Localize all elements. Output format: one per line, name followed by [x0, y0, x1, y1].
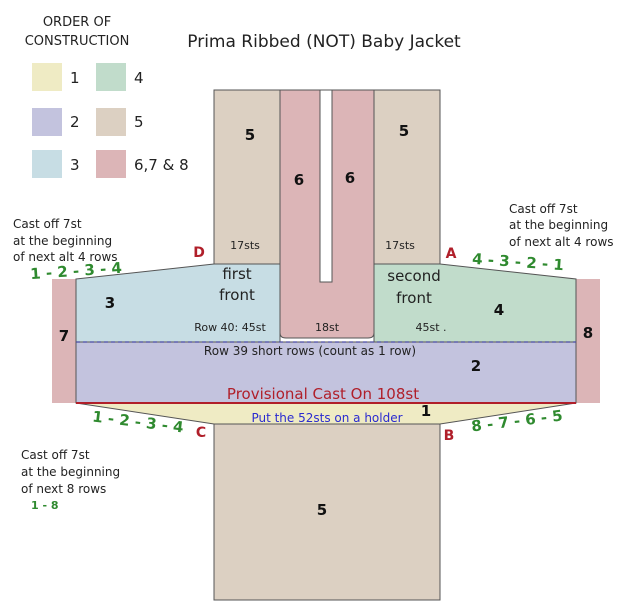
- center-slit: [319, 89, 333, 283]
- center-right-number: 6: [345, 169, 355, 187]
- note-top-right-1: Cast off 7st: [509, 202, 578, 216]
- center-st-label: 18st: [315, 321, 340, 334]
- point-d: D: [193, 245, 205, 261]
- note-bottom-left-1: Cast off 7st: [21, 448, 90, 462]
- left-band-number: 7: [59, 327, 69, 345]
- legend-swatch-1: [32, 63, 62, 91]
- back-number: 5: [317, 501, 327, 519]
- note-top-right-3: of next alt 4 rows: [509, 235, 614, 249]
- provisional-label: Provisional Cast On 108st: [227, 385, 419, 403]
- legend-swatch-4: [96, 63, 126, 91]
- legend-label-3: 3: [70, 156, 80, 174]
- left-front-number: 3: [105, 294, 115, 312]
- note-top-left-1: Cast off 7st: [13, 217, 82, 231]
- legend-label-5: 5: [134, 113, 144, 131]
- left-band-7: [52, 279, 76, 403]
- body-number: 2: [471, 357, 481, 375]
- page-title: Prima Ribbed (NOT) Baby Jacket: [187, 32, 461, 52]
- legend-label-678: 6,7 & 8: [134, 156, 189, 174]
- point-c: C: [196, 425, 206, 441]
- legend-label-4: 4: [134, 69, 144, 87]
- note-bottom-left-2: at the beginning: [21, 465, 120, 479]
- right-band-number: 8: [583, 324, 593, 342]
- right-sts-label: 17sts: [385, 239, 415, 252]
- note-top-right-2: at the beginning: [509, 218, 608, 232]
- note-top-left-2: at the beginning: [13, 234, 112, 248]
- right-st-label: 45st .: [415, 321, 446, 334]
- holder-label: Put the 52sts on a holder: [251, 411, 402, 425]
- sequence-rows: 1 - 8: [31, 499, 59, 512]
- right-band-8: [576, 279, 600, 403]
- back-piece: [213, 423, 441, 601]
- right-front-number: 4: [494, 301, 504, 319]
- note-top-left-3: of next alt 4 rows: [13, 250, 118, 264]
- legend-swatch-5: [96, 108, 126, 136]
- point-b: B: [444, 428, 455, 444]
- body-piece-2: [75, 341, 577, 404]
- point-a: A: [446, 246, 457, 262]
- second-front-label-1: second: [387, 267, 441, 285]
- right-sleeve-number: 5: [399, 122, 409, 140]
- legend-heading-2: CONSTRUCTION: [25, 34, 130, 49]
- center-left-number: 6: [294, 171, 304, 189]
- row39-label: Row 39 short rows (count as 1 row): [204, 344, 416, 358]
- left-sts-label: 17sts: [230, 239, 260, 252]
- legend-swatch-3: [32, 150, 62, 178]
- legend-label-2: 2: [70, 113, 80, 131]
- legend-swatch-678: [96, 150, 126, 178]
- row40-label: Row 40: 45st: [194, 321, 266, 334]
- first-front-label-1: first: [222, 265, 251, 283]
- provisional-number: 1: [421, 402, 431, 420]
- first-front-label-2: front: [219, 286, 255, 304]
- legend-label-1: 1: [70, 69, 80, 87]
- left-sleeve-number: 5: [245, 126, 255, 144]
- legend-swatch-2: [32, 108, 62, 136]
- legend-heading-1: ORDER OF: [43, 15, 111, 30]
- second-front-label-2: front: [396, 289, 432, 307]
- note-bottom-left-3: of next 8 rows: [21, 482, 106, 496]
